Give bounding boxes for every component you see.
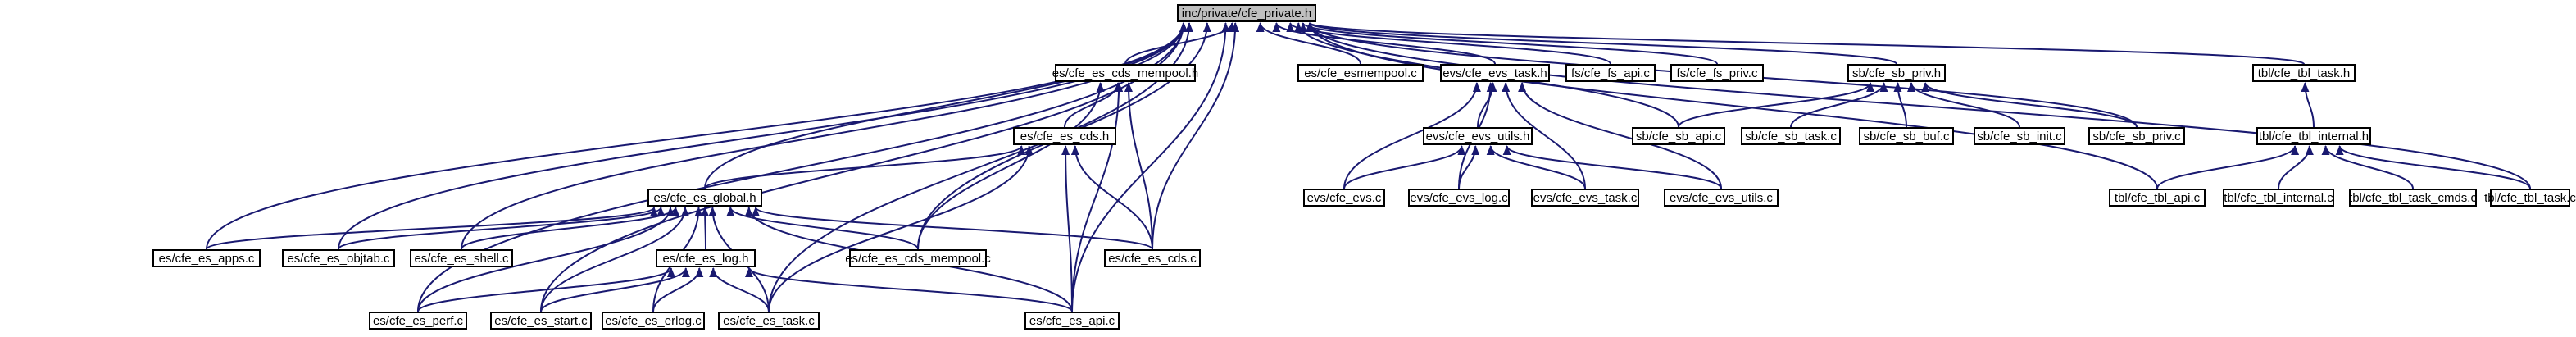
edge-start-to-log_h	[540, 267, 690, 312]
edge-objtab-to-root	[338, 22, 1188, 250]
edge-cds_mempool-to-global_h	[726, 207, 919, 250]
edge-evs_task-to-evs_task_h	[1502, 82, 1586, 189]
edge-sb_priv_h-to-root	[1306, 22, 1897, 65]
node-cfe-es-cds-c[interactable]: es/cfe_es_cds.c	[1104, 249, 1201, 267]
edge-perf-to-global_h	[417, 207, 675, 312]
edge-cds-to-global_h	[752, 207, 1153, 250]
node-cfe-es-erlog-c[interactable]: es/cfe_es_erlog.c	[602, 312, 705, 330]
edge-sb_task-to-sb_priv_h	[1790, 82, 1888, 128]
node-cfe-sb-priv-h[interactable]: sb/cfe_sb_priv.h	[1847, 64, 1946, 82]
node-cfe-tbl-api-c[interactable]: tbl/cfe_tbl_api.c	[2109, 189, 2206, 207]
edge-sb_buf-to-sb_priv_h	[1893, 82, 1907, 128]
node-cfe-tbl-internal-c[interactable]: tbl/cfe_tbl_internal.c	[2223, 189, 2334, 207]
node-cfe-evs-utils-h[interactable]: evs/cfe_evs_utils.h	[1423, 127, 1533, 145]
node-cfe-es-shell-c[interactable]: es/cfe_es_shell.c	[410, 249, 513, 267]
edge-api-to-cds_h	[1061, 145, 1073, 312]
node-cfe-fs-api-c[interactable]: fs/cfe_fs_api.c	[1565, 64, 1656, 82]
node-cfe-esmempool-c[interactable]: es/cfe_esmempool.c	[1297, 64, 1424, 82]
edge-apps-to-root	[206, 22, 1188, 250]
edge-global_h-to-root	[704, 22, 1188, 189]
node-cfe-sb-init-c[interactable]: sb/cfe_sb_init.c	[1974, 127, 2065, 145]
node-cfe-es-perf-c[interactable]: es/cfe_es_perf.c	[369, 312, 467, 330]
edge-erlog-to-log_h	[652, 267, 704, 312]
edge-tbl_task_h-to-root	[1306, 22, 2305, 65]
node-cfe-evs-task-c[interactable]: evs/cfe_evs_task.c	[1531, 189, 1639, 207]
node-cfe-sb-priv-c[interactable]: sb/cfe_sb_priv.c	[2088, 127, 2185, 145]
edge-cds-to-cds_mempool_h	[1124, 82, 1153, 250]
edge-evs_log-to-evs_utils_h	[1458, 145, 1480, 189]
edge-es_task-to-cds_h	[768, 145, 1034, 312]
node-cfe-es-cds-mempool-h[interactable]: es/cfe_es_cds_mempool.h	[1052, 64, 1198, 82]
node-cfe-evs-task-h[interactable]: evs/cfe_evs_task.h	[1440, 64, 1550, 82]
edge-tbl_api-to-root	[1306, 22, 2158, 189]
edge-sb_priv-to-sb_priv_h	[1921, 82, 2138, 128]
node-cfe-es-api-c[interactable]: es/cfe_es_api.c	[1024, 312, 1120, 330]
edge-es_task-to-log_h	[709, 267, 770, 312]
edge-log_h-to-global_h	[701, 207, 710, 250]
edge-tbl_internal_h-to-tbl_task_h	[2301, 82, 2315, 128]
edge-tbl_task_cmds-to-tbl_internal_h	[2321, 145, 2414, 189]
node-cfe-es-log-h[interactable]: es/cfe_es_log.h	[656, 249, 756, 267]
node-cfe-sb-task-c[interactable]: sb/cfe_sb_task.c	[1741, 127, 1841, 145]
edge-shell-to-root	[461, 22, 1188, 250]
edge-cds-to-cds_h	[1070, 145, 1153, 250]
edge-sb_api-to-sb_priv_h	[1678, 82, 1874, 128]
node-cfe-es-objtab-c[interactable]: es/cfe_es_objtab.c	[282, 249, 395, 267]
edge-tbl_api-to-tbl_internal_h	[2156, 145, 2300, 189]
node-cfe-sb-api-c[interactable]: sb/cfe_sb_api.c	[1632, 127, 1725, 145]
node-cfe-fs-priv-c[interactable]: fs/cfe_fs_priv.c	[1670, 64, 1764, 82]
edge-api-to-root	[1071, 22, 1230, 312]
edge-apps-to-global_h	[206, 207, 658, 250]
edge-fs_priv-to-root	[1299, 22, 1718, 65]
node-cfe-es-task-c[interactable]: es/cfe_es_task.c	[718, 312, 820, 330]
edge-cds_mempool-to-cds_mempool_h	[917, 82, 1105, 250]
edge-tbl_internal-to-tbl_internal_h	[2278, 145, 2314, 189]
edge-evs-to-evs_task_h	[1343, 82, 1481, 189]
edge-global_h-to-cds_h	[704, 145, 1026, 189]
edge-sb_init-to-sb_priv_h	[1907, 82, 2020, 128]
edge-api-to-log_h	[745, 267, 1073, 312]
node-cfe-tbl-task-c[interactable]: tbl/cfe_tbl_task.c	[2484, 189, 2576, 207]
edge-perf-to-log_h	[417, 267, 675, 312]
node-cfe-es-apps-c[interactable]: es/cfe_es_apps.c	[152, 249, 261, 267]
edge-tbl_task-to-tbl_internal_h	[2335, 145, 2531, 189]
node-cfe-tbl-task-cmds-c[interactable]: tbl/cfe_tbl_task_cmds.c	[2349, 189, 2477, 207]
node-cfe-evs-utils-c[interactable]: evs/cfe_evs_utils.c	[1664, 189, 1779, 207]
node-cfe-es-cds-h[interactable]: es/cfe_es_cds.h	[1013, 127, 1116, 145]
edge-evs-to-evs_utils_h	[1343, 145, 1466, 189]
node-cfe-evs-c[interactable]: evs/cfe_evs.c	[1303, 189, 1385, 207]
edge-api-to-cds_mempool_h	[1071, 82, 1124, 312]
edge-objtab-to-global_h	[338, 207, 666, 250]
node-cfe-private-h: inc/private/cfe_private.h	[1177, 4, 1316, 22]
edge-evs_utils-to-evs_utils_h	[1502, 145, 1722, 189]
node-cfe-evs-log-c[interactable]: evs/cfe_evs_log.c	[1408, 189, 1510, 207]
node-cfe-tbl-internal-h[interactable]: tbl/cfe_tbl_internal.h	[2256, 127, 2371, 145]
node-cfe-es-cds-mempool-c[interactable]: es/cfe_es_cds_mempool.c	[845, 249, 991, 267]
node-cfe-sb-buf-c[interactable]: sb/cfe_sb_buf.c	[1859, 127, 1954, 145]
edge-start-to-global_h	[540, 207, 689, 312]
node-cfe-es-global-h[interactable]: es/cfe_es_global.h	[647, 189, 762, 207]
edge-cds_h-to-cds_mempool_h	[1064, 82, 1123, 128]
node-cfe-tbl-task-h[interactable]: tbl/cfe_tbl_task.h	[2252, 64, 2356, 82]
edge-esmempool-to-root	[1256, 22, 1361, 65]
edge-evs_utils-to-evs_task_h	[1518, 82, 1722, 189]
edge-cds-to-root	[1152, 22, 1240, 250]
edge-evs_task-to-evs_utils_h	[1486, 145, 1586, 189]
node-cfe-es-start-c[interactable]: es/cfe_es_start.c	[490, 312, 592, 330]
edge-shell-to-global_h	[461, 207, 680, 250]
edge-tbl_task-to-root	[1306, 22, 2531, 189]
